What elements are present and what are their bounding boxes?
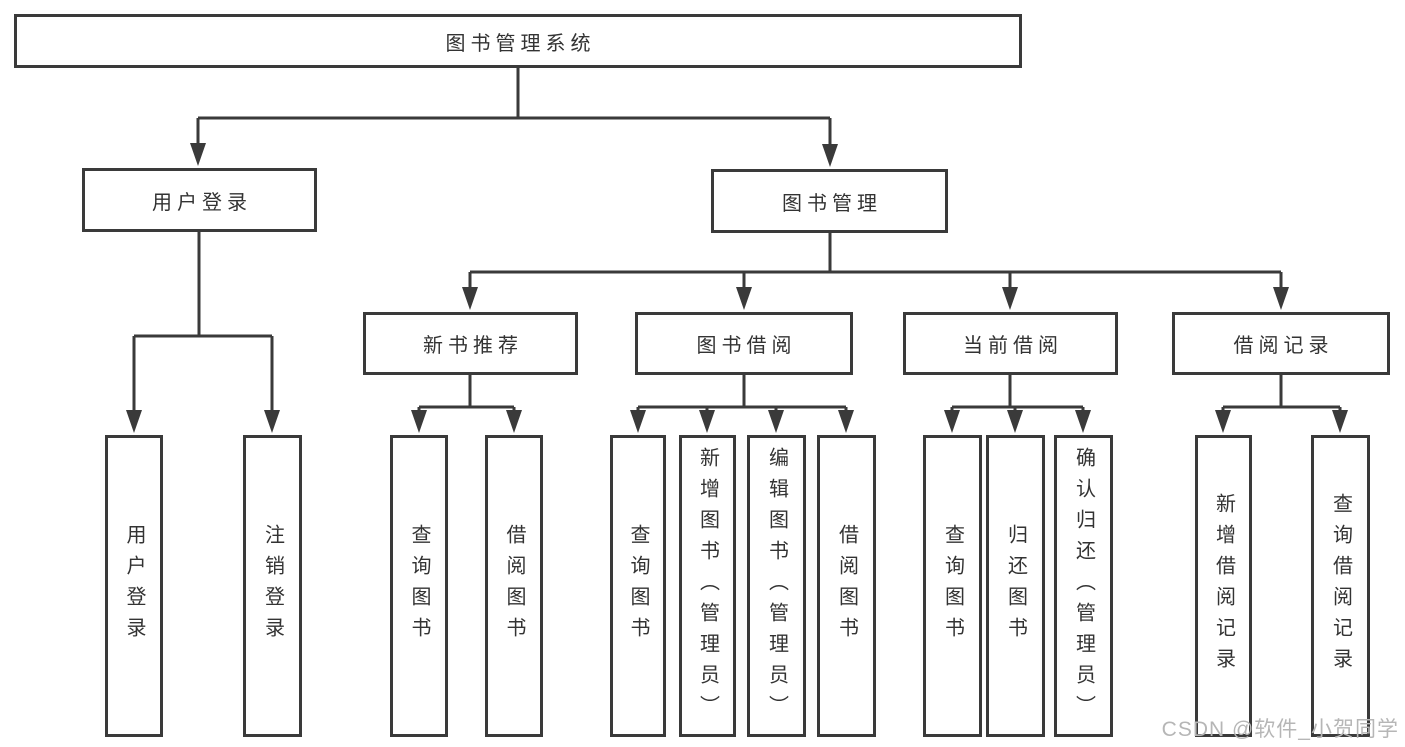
node-leaf-query-books-current: 查询图书 [923,435,982,737]
node-label: 借阅图书 [503,524,525,648]
node-leaf-query-books-recommend: 查询图书 [390,435,448,737]
node-label: 用户登录 [123,524,145,648]
node-leaf-query-borrow-record: 查询借阅记录 [1311,435,1370,737]
node-leaf-user-login: 用户登录 [105,435,163,737]
node-label: 确认归还（管理员） [1072,446,1095,726]
node-label: 查询借阅记录 [1329,493,1352,679]
node-leaf-logout: 注销登录 [243,435,302,737]
node-leaf-borrow-books-borrowing: 借阅图书 [817,435,876,737]
node-label: 新增图书（管理员） [696,446,719,726]
node-label: 借阅记录 [1233,335,1334,357]
watermark: CSDN @软件_小贺同学 [1161,718,1399,741]
node-leaf-query-books-borrowing: 查询图书 [610,435,666,737]
node-leaf-borrow-books-recommend: 借阅图书 [485,435,543,737]
node-new-book-recommendation: 新书推荐 [363,312,578,375]
node-leaf-return-books: 归还图书 [986,435,1045,737]
node-label: 编辑图书（管理员） [765,446,788,726]
node-label: 图书借阅 [696,335,797,357]
node-label: 查询图书 [941,524,964,648]
node-label: 注销登录 [261,524,284,648]
node-current-borrowing: 当前借阅 [903,312,1118,375]
node-leaf-confirm-return-admin: 确认归还（管理员） [1054,435,1113,737]
arrowheads [126,143,1348,433]
node-label: 图书管理系统 [445,32,596,55]
node-label: 查询图书 [627,524,649,648]
connector-segments [132,68,1342,412]
node-leaf-add-borrow-record: 新增借阅记录 [1195,435,1252,737]
node-user-login: 用户登录 [82,168,317,232]
node-label: 新书推荐 [423,335,523,357]
node-book-management: 图书管理 [711,169,948,233]
node-label: 图书管理 [782,192,882,215]
node-label: 归还图书 [1004,524,1027,648]
node-leaf-add-book-admin: 新增图书（管理员） [679,435,736,737]
node-leaf-edit-book-admin: 编辑图书（管理员） [747,435,806,737]
node-label: 查询图书 [408,524,430,648]
node-label: 用户登录 [152,191,252,214]
node-label: 当前借阅 [963,335,1063,357]
node-label: 借阅图书 [835,524,858,648]
node-label: 新增借阅记录 [1212,493,1235,679]
node-library-management-system: 图书管理系统 [14,14,1022,68]
node-borrowing-records: 借阅记录 [1172,312,1390,375]
node-book-borrowing: 图书借阅 [635,312,853,375]
